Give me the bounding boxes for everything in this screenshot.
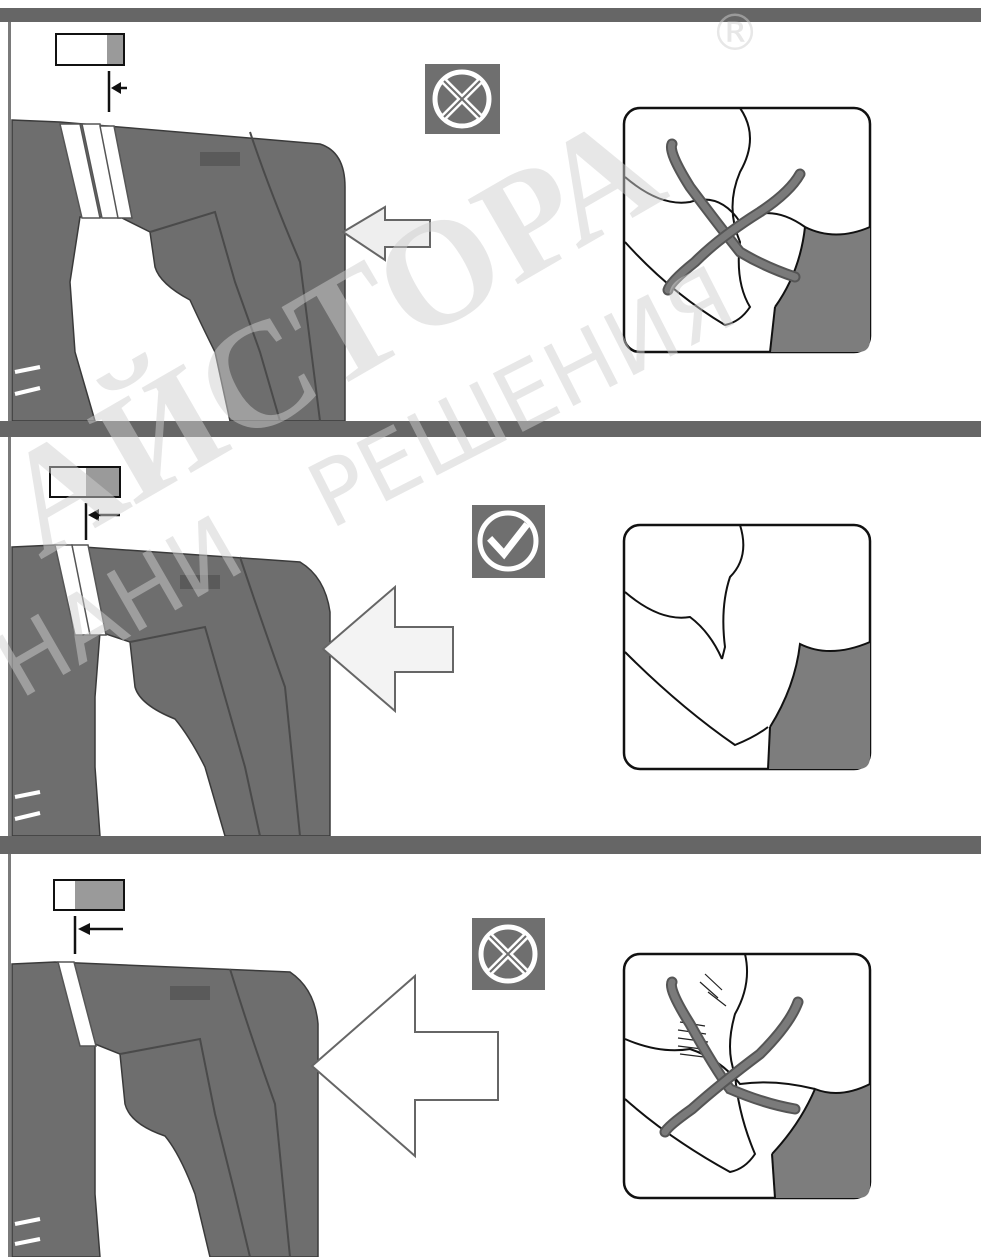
material-result-inset: [624, 954, 870, 1198]
pressure-gauge-fill: [107, 35, 123, 64]
pressure-arrow: [343, 207, 430, 260]
pressure-gauge: [56, 34, 127, 112]
pressure-gauge-fill: [75, 881, 123, 909]
panel-3-illustration: [0, 854, 981, 1257]
hammer-drill-illustration: [12, 120, 345, 421]
panel-left-rule: [8, 437, 11, 836]
middle-divider-bar-2: [0, 836, 981, 854]
cross-icon: [425, 64, 500, 134]
panel-1-illustration: [0, 22, 981, 421]
top-divider-bar: [0, 8, 981, 22]
pressure-gauge-fill: [86, 468, 119, 496]
check-icon: [472, 505, 545, 578]
panel-left-rule: [8, 854, 11, 1257]
panel-2: [0, 437, 981, 836]
hammer-drill-illustration: [12, 545, 330, 836]
panel-left-rule: [8, 22, 11, 421]
material-result-inset: [624, 525, 870, 769]
middle-divider-bar-1: [0, 421, 981, 437]
pressure-arrow: [323, 587, 453, 711]
panel-3: [0, 854, 981, 1257]
cross-icon: [472, 918, 545, 990]
panel-1: [0, 22, 981, 421]
pressure-arrow: [312, 976, 498, 1156]
pressure-gauge: [50, 467, 120, 540]
material-result-inset: [624, 108, 870, 352]
pressure-gauge: [54, 880, 124, 954]
hammer-drill-illustration: [12, 962, 318, 1257]
panel-2-illustration: [0, 437, 981, 836]
